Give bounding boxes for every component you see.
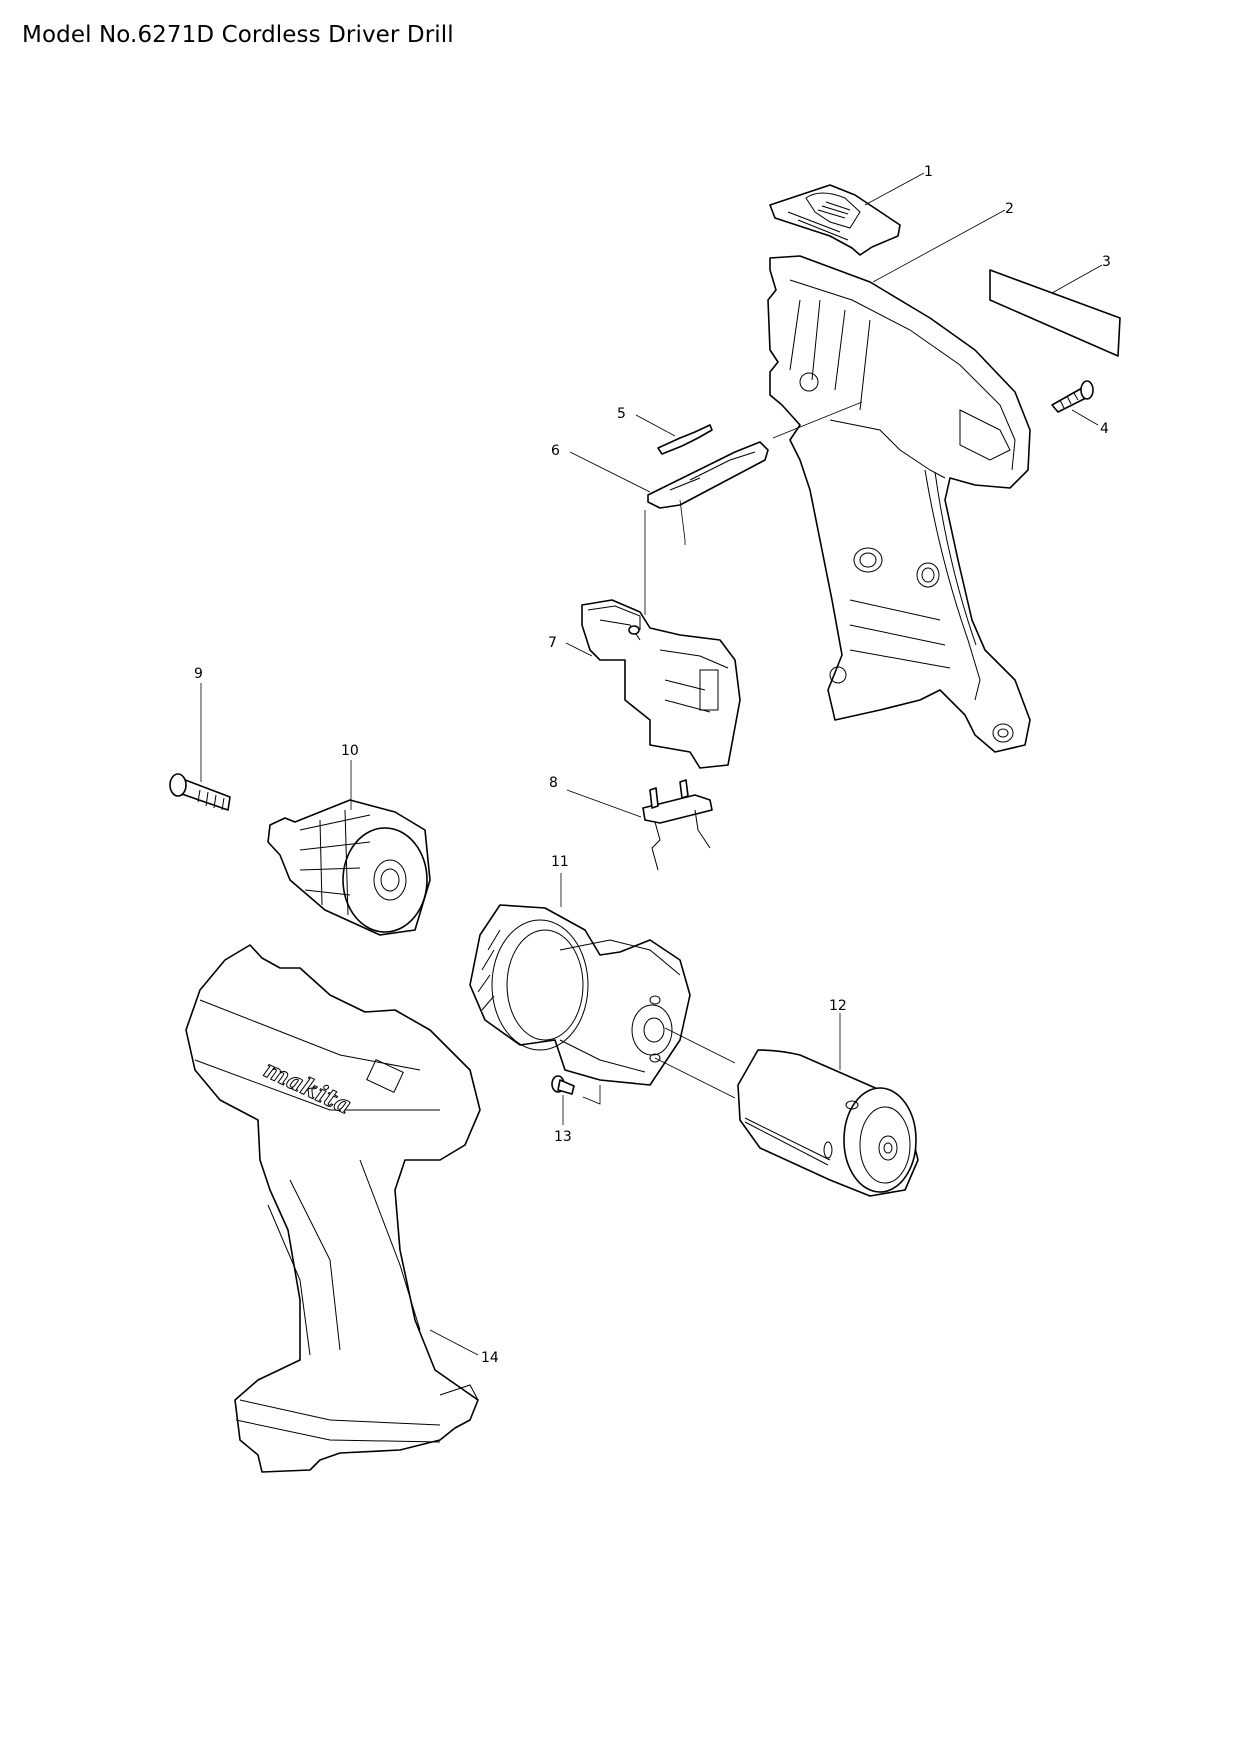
part-2-housing-half[interactable] (767, 255, 1031, 753)
part-10-chuck[interactable] (267, 799, 431, 936)
leader-5 (635, 414, 676, 437)
callout-10: 10 (341, 743, 359, 759)
leader-6-to-housing (772, 401, 863, 439)
callout-13: 13 (554, 1129, 572, 1145)
part-8-terminal[interactable] (642, 779, 713, 871)
part-11-gear-assembly[interactable] (469, 904, 691, 1086)
part-5-leaf-spring[interactable] (657, 424, 713, 455)
callout-12: 12 (829, 998, 847, 1014)
part-9-screw[interactable] (169, 773, 231, 811)
leader-1 (864, 172, 925, 206)
part-4-screw[interactable] (1051, 380, 1094, 413)
part-14-housing-set[interactable]: makita (185, 944, 481, 1473)
assembly-line-11-12b (654, 1057, 736, 1099)
callout-4: 4 (1100, 421, 1109, 437)
callout-14: 14 (481, 1350, 499, 1366)
leader-6 (569, 451, 651, 493)
part-1-switch-cover[interactable] (769, 184, 901, 256)
leader-3 (1051, 264, 1103, 294)
part-13-screw[interactable] (551, 1075, 575, 1095)
callout-3: 3 (1102, 254, 1111, 270)
callout-5: 5 (617, 406, 626, 422)
leader-2 (872, 209, 1006, 283)
leader-14 (429, 1329, 479, 1356)
page-title: Model No.6271D Cordless Driver Drill (22, 22, 454, 48)
leader-4 (1071, 409, 1099, 426)
callout-2: 2 (1005, 201, 1014, 217)
part-7-switch[interactable] (581, 599, 741, 769)
leader-7 (565, 642, 593, 657)
assembly-line-11-12a (664, 1027, 736, 1064)
callout-7: 7 (548, 635, 557, 651)
part-3-strip[interactable] (989, 269, 1121, 357)
part-6-change-lever[interactable] (647, 441, 769, 509)
callout-9: 9 (194, 666, 203, 682)
leader-8 (566, 789, 642, 818)
assembly-line-13-11 (582, 1085, 601, 1105)
part-12-motor[interactable] (737, 1049, 919, 1197)
callout-11: 11 (551, 854, 569, 870)
callout-6: 6 (551, 443, 560, 459)
callout-1: 1 (924, 164, 933, 180)
assembly-line-6-7 (644, 499, 686, 615)
callout-8: 8 (549, 775, 558, 791)
